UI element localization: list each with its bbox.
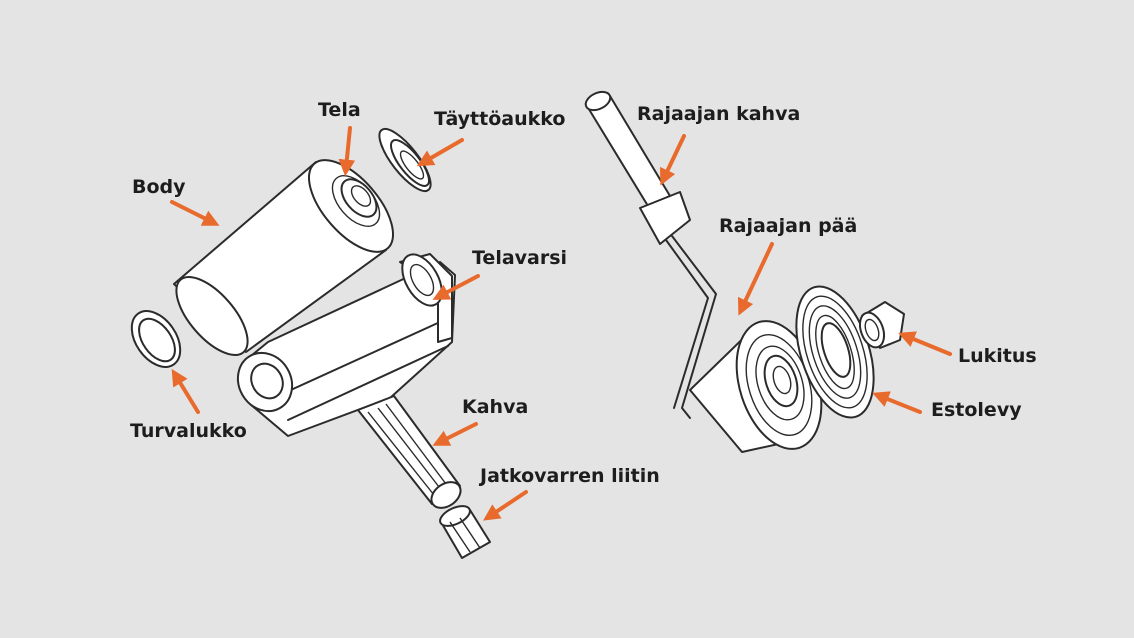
roller-body-part: [173, 159, 395, 356]
arrow-tela: [338, 126, 356, 177]
arrow-telavarsi: [432, 274, 480, 300]
arrow-lukitus: [898, 331, 952, 356]
arrow-body: [170, 200, 220, 226]
arrow-estolevy: [872, 391, 922, 414]
arrow-rajaajan-paa: [737, 242, 774, 316]
label-estolevy: Estolevy: [931, 399, 1022, 421]
arrow-turvalukko: [171, 368, 200, 414]
label-tayttoaukko: Täyttöaukko: [434, 108, 566, 130]
fill-cap-part: [378, 128, 432, 192]
label-lukitus: Lukitus: [958, 345, 1037, 367]
roller-arm-part: [236, 253, 456, 437]
edger-handle-part: [584, 90, 717, 419]
stop-plate-part: [795, 285, 875, 419]
label-tela: Tela: [318, 99, 361, 121]
arrow-rajaajan-kahva: [660, 134, 686, 186]
extension-connector-part: [439, 505, 491, 559]
label-rajaajan-paa: Rajaajan pää: [719, 215, 858, 237]
lock-plug-part: [858, 301, 905, 349]
label-telavarsi: Telavarsi: [472, 247, 568, 269]
label-kahva: Kahva: [462, 396, 529, 418]
callout-arrows: [170, 126, 952, 521]
label-body: Body: [132, 176, 186, 198]
label-jatkovarren-liitin: Jatkovarren liitin: [480, 465, 660, 487]
handle-part: [357, 395, 462, 509]
arrow-jatkovarren-liitin: [483, 490, 528, 521]
safety-ring-part: [130, 310, 182, 368]
arrow-kahva: [432, 422, 478, 446]
label-turvalukko: Turvalukko: [130, 420, 247, 442]
arrow-tayttoaukko: [416, 138, 464, 167]
label-rajaajan-kahva: Rajaajan kahva: [637, 103, 801, 125]
